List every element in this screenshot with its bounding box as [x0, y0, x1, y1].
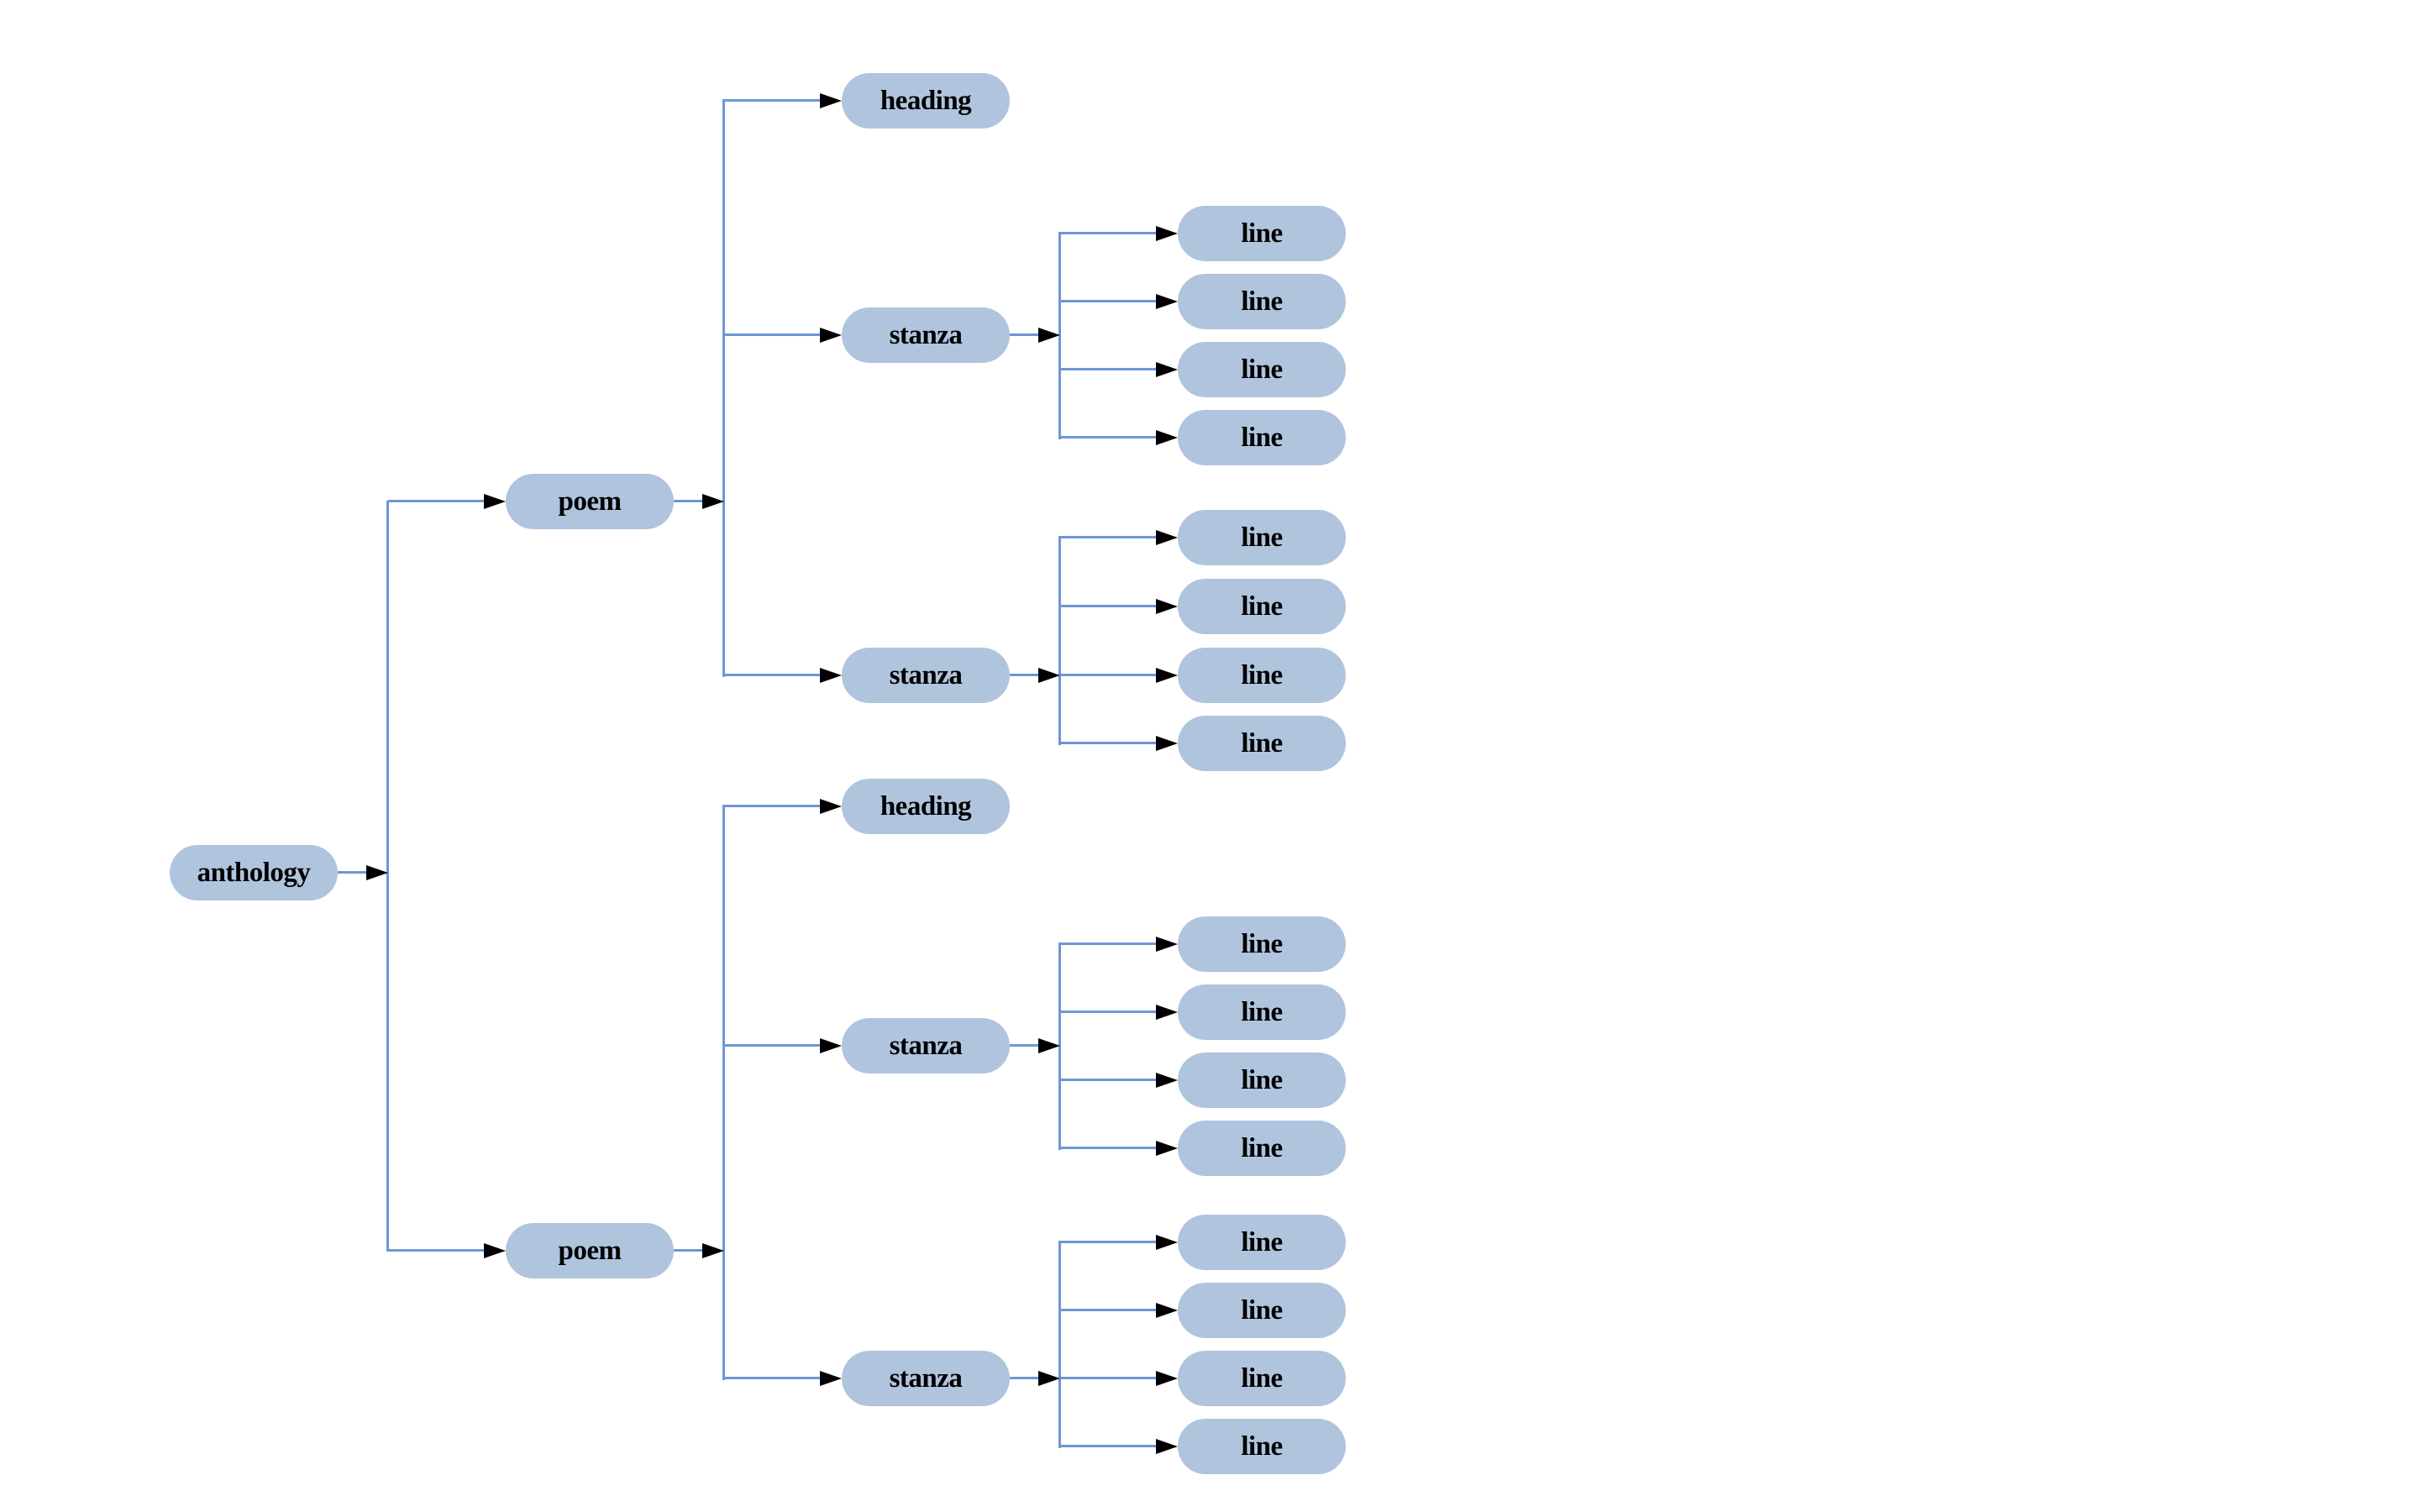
stub-stanza4: [1010, 1377, 1039, 1379]
branch-to-line: [1060, 1445, 1157, 1447]
branch-to-poem2: [388, 1249, 485, 1252]
arrowhead: [1156, 937, 1178, 952]
stub-poem1: [674, 500, 703, 502]
arrowhead: [1156, 668, 1178, 683]
anthology-node: anthology: [170, 845, 338, 900]
line-node: line: [1178, 1283, 1346, 1338]
branch-to-line: [1060, 536, 1157, 538]
arrowhead: [702, 494, 724, 509]
line-node: line: [1178, 274, 1346, 329]
arrowhead: [1156, 1439, 1178, 1454]
arrowhead: [820, 799, 842, 814]
branch-to-line: [1060, 1309, 1157, 1311]
branch-to-stanza1: [724, 333, 821, 336]
arrowhead: [1156, 362, 1178, 377]
branch-to-line: [1060, 436, 1157, 438]
line-node: line: [1178, 1053, 1346, 1108]
stanza-node-1: stanza: [842, 307, 1010, 363]
line-node: line: [1178, 510, 1346, 565]
branch-to-line: [1060, 1241, 1157, 1243]
branch-to-stanza3: [724, 1044, 821, 1047]
line-node: line: [1178, 206, 1346, 261]
arrowhead: [1156, 294, 1178, 309]
stanza-node-2: stanza: [842, 648, 1010, 703]
trunk-stanza4-lines: [1058, 1241, 1061, 1448]
heading-node-2: heading: [842, 779, 1010, 834]
arrowhead: [702, 1243, 724, 1258]
arrowhead: [1038, 668, 1060, 683]
arrowhead: [820, 668, 842, 683]
arrowhead: [1156, 1303, 1178, 1318]
stub-stanza1: [1010, 333, 1039, 336]
heading-node-1: heading: [842, 73, 1010, 129]
arrowhead: [366, 865, 388, 880]
arrowhead: [820, 93, 842, 108]
arrowhead: [484, 494, 506, 509]
branch-to-line: [1060, 1147, 1157, 1149]
arrowhead: [1156, 1005, 1178, 1020]
arrowhead: [820, 1371, 842, 1386]
trunk-poem2-children: [722, 805, 725, 1380]
line-node: line: [1178, 1215, 1346, 1270]
arrowhead: [1038, 328, 1060, 343]
trunk-poem1-children: [722, 99, 725, 677]
branch-to-stanza2: [724, 674, 821, 676]
arrowhead: [1038, 1038, 1060, 1053]
arrowhead: [1156, 226, 1178, 241]
branch-to-line: [1060, 674, 1157, 676]
stanza-node-4: stanza: [842, 1351, 1010, 1406]
arrowhead: [820, 328, 842, 343]
stub-stanza2: [1010, 674, 1039, 676]
poem-node-2: poem: [506, 1223, 674, 1278]
branch-to-heading1: [724, 99, 821, 102]
stanza-node-3: stanza: [842, 1018, 1010, 1074]
line-node: line: [1178, 342, 1346, 397]
arrowhead: [1156, 1141, 1178, 1156]
arrowhead: [1156, 599, 1178, 614]
branch-to-line: [1060, 368, 1157, 370]
branch-to-line: [1060, 1079, 1157, 1081]
line-node: line: [1178, 410, 1346, 465]
branch-to-line: [1060, 605, 1157, 607]
arrowhead: [1156, 1073, 1178, 1088]
branch-to-stanza4: [724, 1377, 821, 1379]
trunk-stanza2-lines: [1058, 536, 1061, 745]
branch-to-line: [1060, 232, 1157, 234]
line-node: line: [1178, 579, 1346, 634]
stub-anthology: [338, 871, 367, 874]
line-node: line: [1178, 916, 1346, 972]
branch-to-heading2: [724, 805, 821, 807]
branch-to-poem1: [388, 500, 485, 502]
branch-to-line: [1060, 1011, 1157, 1013]
line-node: line: [1178, 1121, 1346, 1176]
branch-to-line: [1060, 300, 1157, 302]
arrowhead: [484, 1243, 506, 1258]
poem-node-1: poem: [506, 474, 674, 529]
arrowhead: [1156, 1235, 1178, 1250]
line-node: line: [1178, 984, 1346, 1040]
line-node: line: [1178, 1351, 1346, 1406]
line-node: line: [1178, 648, 1346, 703]
stub-poem2: [674, 1249, 703, 1252]
arrowhead: [1156, 430, 1178, 445]
branch-to-line: [1060, 742, 1157, 744]
line-node: line: [1178, 1419, 1346, 1474]
branch-to-line: [1060, 1377, 1157, 1379]
arrowhead: [1156, 1371, 1178, 1386]
stub-stanza3: [1010, 1044, 1039, 1047]
arrowhead: [1038, 1371, 1060, 1386]
line-node: line: [1178, 716, 1346, 771]
arrowhead: [820, 1038, 842, 1053]
arrowhead: [1156, 530, 1178, 545]
branch-to-line: [1060, 942, 1157, 945]
arrowhead: [1156, 736, 1178, 751]
